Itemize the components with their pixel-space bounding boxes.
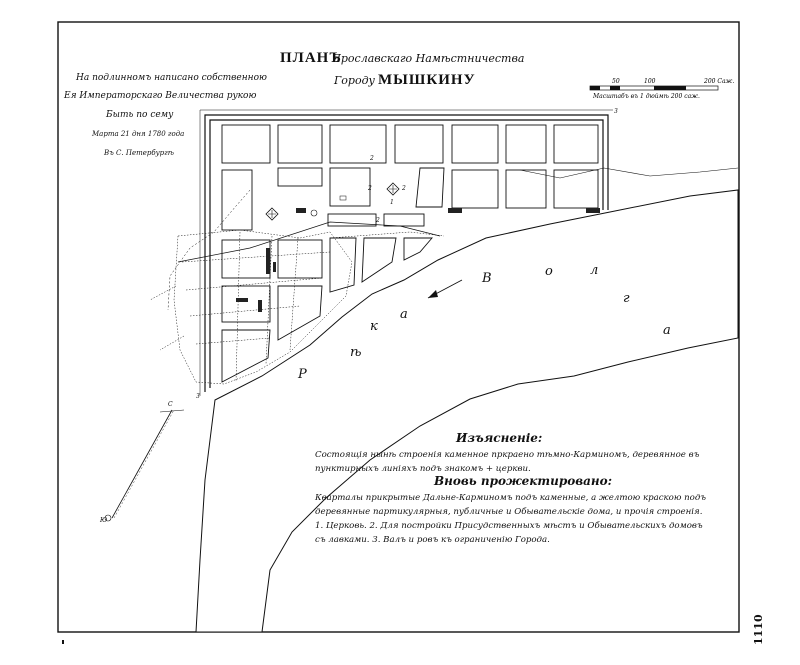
map-title-town: МЫШКИНУ — [378, 72, 476, 88]
city-block — [505, 124, 547, 164]
city-block — [221, 169, 253, 231]
city-block — [277, 285, 323, 341]
legend-heading: Изъясненіе: — [455, 431, 542, 445]
city-block — [383, 213, 425, 227]
river-name-letter: В — [481, 271, 492, 286]
existing-old-town — [149, 229, 445, 385]
map-title-town-prefix: Городу — [333, 74, 376, 87]
church-icon — [265, 207, 279, 221]
compass-north-label: С — [168, 401, 173, 408]
city-block — [277, 167, 323, 187]
city-block — [327, 213, 377, 227]
scale-tick-label: 50 — [612, 78, 620, 85]
legend-line: Состоящія нынѣ строенія каменное пркраен… — [315, 450, 700, 460]
city-block — [329, 237, 357, 293]
approval-line: Ея Императорскаго Величества рукою — [63, 91, 256, 101]
block-label-public: 2 — [401, 185, 406, 192]
city-block — [329, 124, 387, 164]
river-name-letter: а — [663, 323, 671, 338]
legend-line: 1. Церковь. 2. Для постройки Присудствен… — [315, 520, 703, 531]
compass-south-label: Ю — [99, 517, 107, 524]
city-block — [329, 167, 371, 207]
scale-bar: 50 100 200 Саж. Масштабъ въ 1 дюймѣ 200 … — [589, 78, 734, 100]
rampart-label: 3 — [614, 108, 618, 115]
city-block — [361, 237, 397, 283]
city-block — [553, 124, 599, 164]
legend-line: Кварталы прикрытые Дальне-Карминомъ подъ… — [314, 493, 706, 503]
approval-line: Марта 21 дня 1780 года — [91, 130, 184, 138]
block-label-public: 2 — [375, 217, 380, 224]
river-name-letter: Р — [297, 367, 307, 382]
river-name-letter: о — [545, 264, 553, 279]
margin-mark — [62, 640, 64, 644]
rampart-wall — [199, 109, 613, 396]
main-road — [177, 221, 441, 263]
city-block — [394, 124, 444, 164]
city-block — [221, 285, 271, 323]
scale-caption: Масштабъ въ 1 дюймѣ 200 саж. — [592, 93, 700, 100]
small-building-icon — [339, 195, 347, 201]
rampart-label: 3 — [196, 393, 200, 400]
stream-line — [519, 167, 739, 179]
block-label-public: 2 — [369, 155, 374, 162]
river-flow-arrow — [427, 279, 463, 299]
church-icon — [386, 182, 400, 196]
approval-line: Въ С. Петербургѣ — [103, 149, 174, 157]
existing-buildings — [236, 208, 600, 312]
western-stream — [167, 189, 251, 311]
scale-tick-label: 100 — [644, 78, 656, 85]
city-block — [221, 239, 271, 279]
river-name-letter: к — [370, 319, 378, 334]
block-label-church: 1 — [390, 199, 394, 206]
river-volga — [195, 189, 739, 633]
block-label-public: 2 — [367, 185, 372, 192]
map-frame — [57, 21, 740, 633]
approval-line: На подлинномъ написано собственною — [75, 72, 267, 83]
approval-line: Быть по сему — [105, 110, 174, 120]
compass-needle: Ю С — [99, 401, 185, 524]
scale-tick-label: 200 Саж. — [703, 78, 734, 85]
city-block — [553, 169, 599, 209]
river-name-letter: а — [400, 307, 408, 322]
archive-sheet-number: 1110 — [752, 614, 765, 645]
city-block — [451, 124, 499, 164]
city-blocks — [221, 124, 599, 383]
legend-line: пунктирныхъ линіяхъ подъ знакомъ + церкв… — [315, 464, 531, 474]
city-block — [277, 124, 323, 164]
city-block — [221, 124, 271, 164]
river-name-letter: л — [590, 263, 598, 278]
city-block — [451, 169, 499, 209]
city-block — [505, 169, 547, 209]
legend-line: деревянные партикулярныя, публичные и Об… — [315, 506, 702, 517]
map-title-main: ПЛАНЪ — [280, 50, 342, 66]
city-block — [277, 239, 323, 279]
river-name-letter: г — [623, 291, 630, 306]
city-block — [403, 237, 433, 261]
map-title-region: Ярославскаго Намѣстничества — [331, 52, 524, 65]
city-block — [415, 167, 445, 208]
legend-line: съ лавками. 3. Валъ и ровъ къ ограничені… — [315, 535, 550, 545]
city-block — [221, 329, 271, 383]
legend-subheading: Вновь прожектировано: — [433, 474, 612, 488]
river-name-letter: ѣ — [350, 345, 361, 360]
pond-icon — [310, 209, 318, 217]
